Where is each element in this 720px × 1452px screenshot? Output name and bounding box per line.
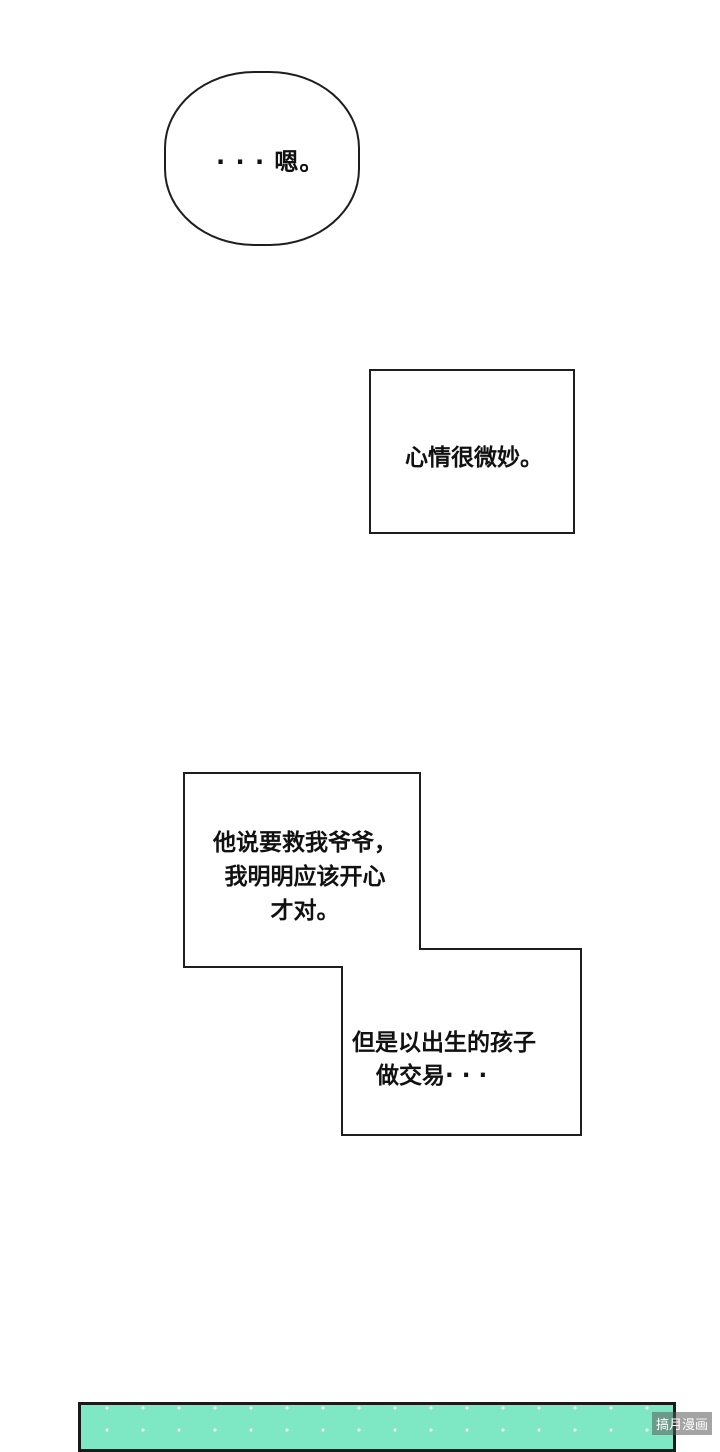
watermark: 搞月漫画 <box>651 1412 712 1435</box>
speech-bubble-text: · · · 嗯。 <box>216 148 325 176</box>
text-line: 但是以出生的孩子 <box>352 1030 536 1056</box>
speech-bubble <box>164 71 360 246</box>
stepped-box-text-upper: 他说要救我爷爷， 我明明应该开心 才对。 <box>200 826 410 928</box>
text-line: 他说要救我爷爷， <box>213 830 397 856</box>
stepped-box-text-lower: 但是以出生的孩子 做交易· · · <box>352 1027 576 1093</box>
narration-box <box>369 369 575 534</box>
next-panel <box>78 1402 676 1452</box>
text-line: 才对。 <box>270 898 340 924</box>
text-line: 做交易· · · <box>376 1063 488 1089</box>
narration-box-text: 心情很微妙。 <box>405 445 543 471</box>
text-line: 我明明应该开心 <box>224 864 386 890</box>
